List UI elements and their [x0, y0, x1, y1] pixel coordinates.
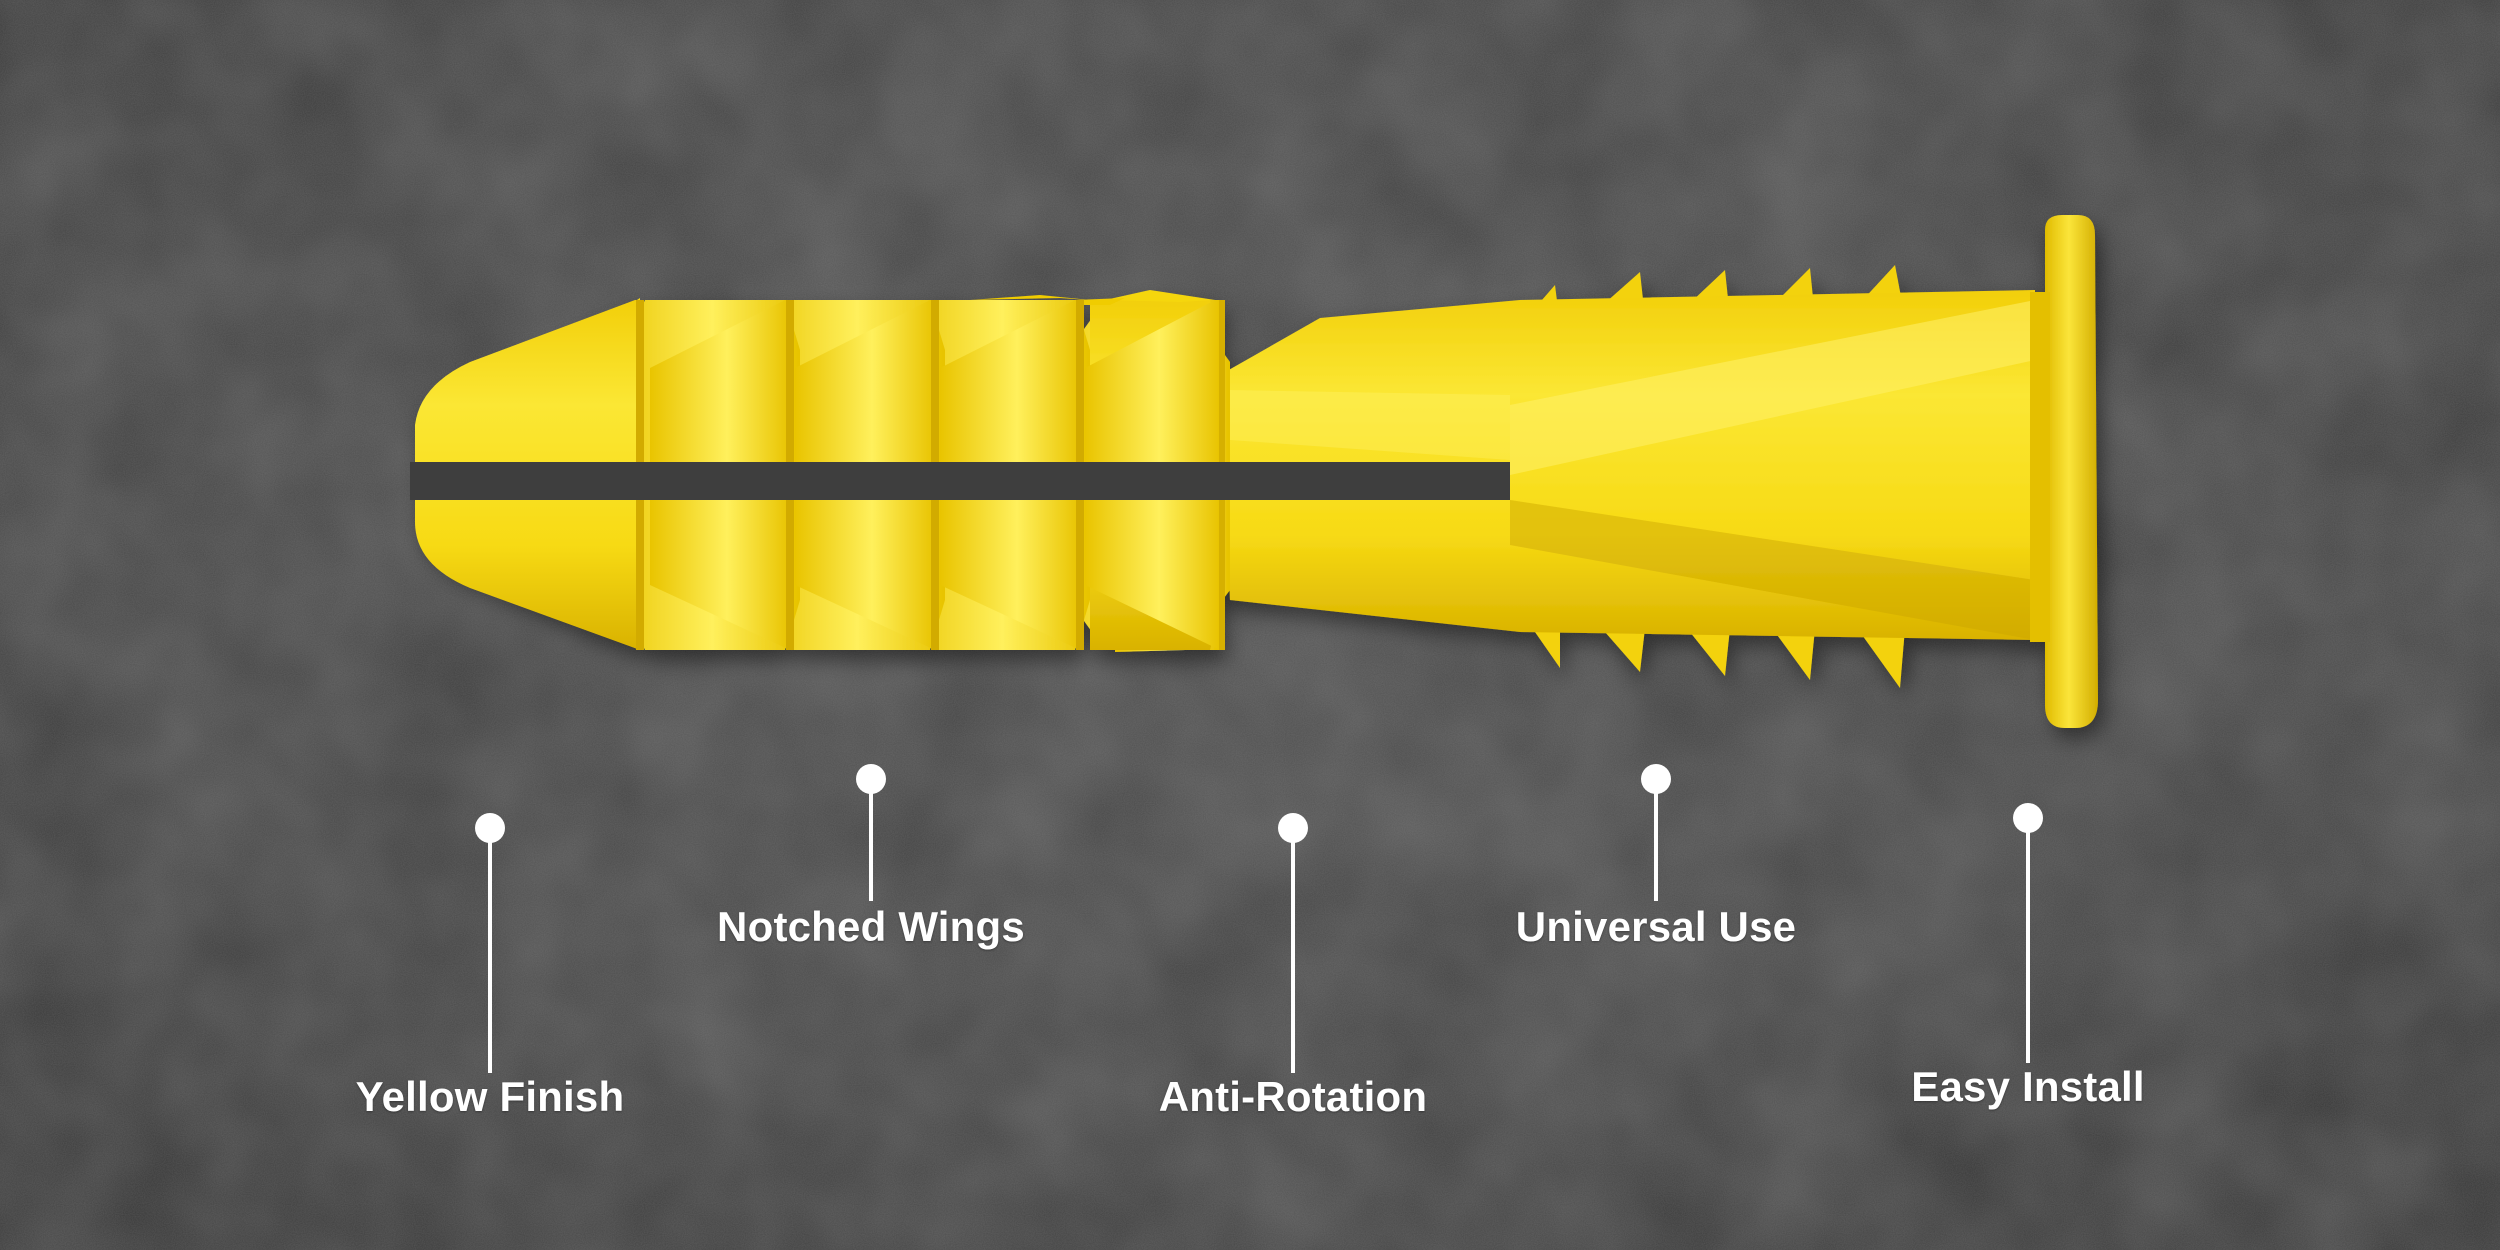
- callout-label-easy-install: Easy Install: [1911, 1063, 2145, 1110]
- callout-label-yellow-finish: Yellow Finish: [355, 1073, 625, 1120]
- expansion-slot: [410, 462, 1510, 500]
- callout-label-anti-rotation: Anti-Rotation: [1158, 1073, 1428, 1120]
- callout-leader-line: [1291, 828, 1295, 1073]
- callout-leader-line: [869, 779, 873, 901]
- callout-label-universal-use: Universal Use: [1515, 903, 1797, 950]
- callout-label-notched-wings: Notched Wings: [717, 903, 1025, 950]
- callout-leader-line: [2026, 818, 2030, 1063]
- callout-leader-line: [1654, 779, 1658, 901]
- callout-leader-line: [488, 828, 492, 1073]
